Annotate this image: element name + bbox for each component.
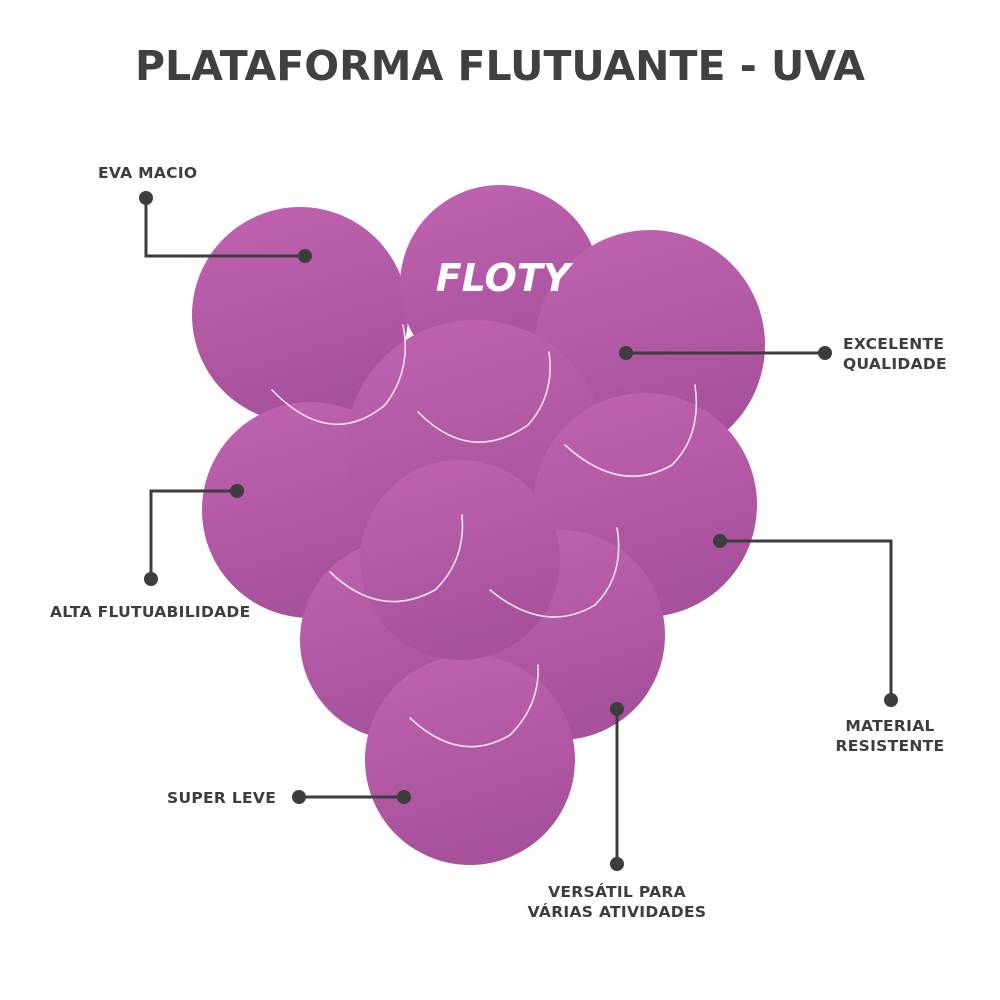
grape-platform: [192, 185, 765, 865]
callout-dots: [139, 191, 898, 871]
page-title: PLATAFORMA FLUTUANTE - UVA: [135, 42, 865, 90]
grape-highlights: [271, 324, 698, 748]
label-eva-macio: EVA MACIO: [98, 164, 198, 182]
label-excelente-qualidade: EXCELENTE QUALIDADE: [843, 335, 947, 373]
label-super-leve: SUPER LEVE: [167, 789, 277, 807]
callout-line-alta-flutuabilidade: [149, 489, 237, 579]
callout-lines: [144, 198, 893, 864]
label-alta-flutuabilidade: ALTA FLUTUABILIDADE: [50, 603, 251, 621]
label-versatil: VERSÁTIL PARA VÁRIAS ATIVIDADES: [527, 883, 707, 921]
callout-line-material-resistente: [720, 539, 893, 700]
callout-line-eva-macio: [144, 198, 305, 258]
brand-logo: FLOTY: [436, 256, 574, 300]
label-material-resistente: MATERIAL RESISTENTE: [835, 717, 945, 755]
